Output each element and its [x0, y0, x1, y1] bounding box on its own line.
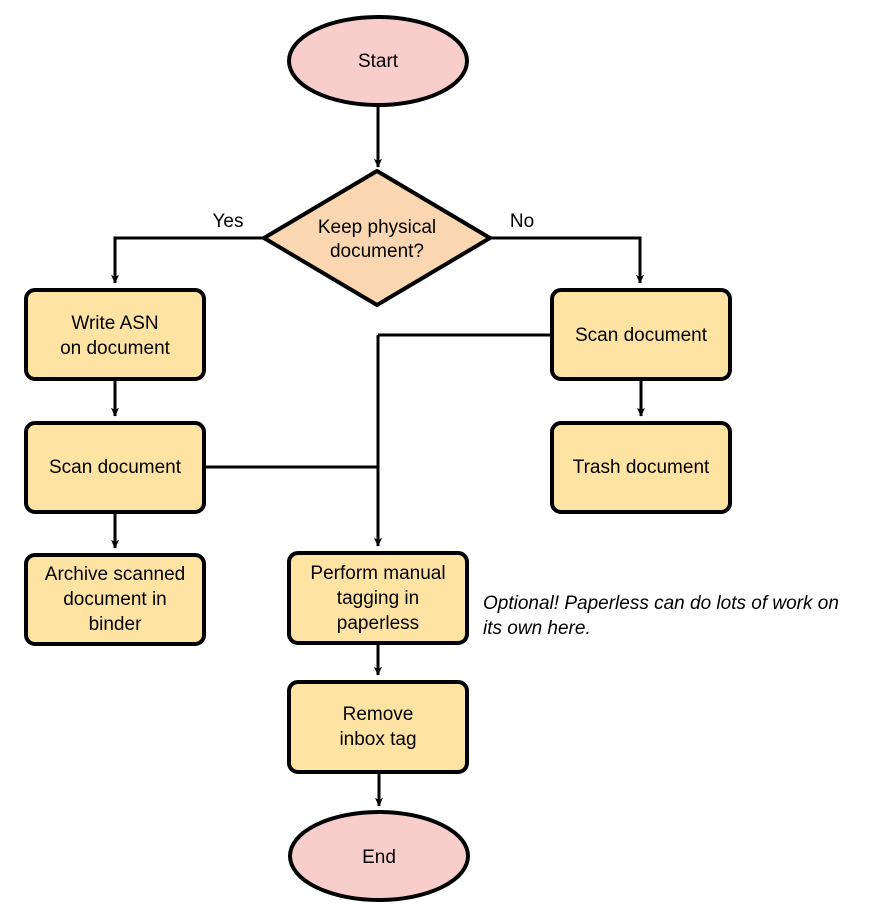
- decision-label-line2: document?: [330, 241, 424, 262]
- manual-tagging-label-line3: paperless: [337, 613, 419, 634]
- node-remove-inbox-tag[interactable]: Remove inbox tag: [287, 680, 469, 774]
- scan-document-left-box: [24, 421, 206, 514]
- edge-decision-yes-to-write-asn: [111, 236, 264, 284]
- trash-document-label: Trash document: [573, 457, 710, 478]
- edge-label-yes: Yes: [213, 211, 244, 232]
- start-label: Start: [358, 51, 399, 72]
- end-ellipse: [288, 810, 470, 902]
- end-label: End: [362, 847, 396, 868]
- start-ellipse: [287, 15, 469, 107]
- decision-label-line1: Keep physical: [318, 217, 436, 238]
- node-scan-document-left[interactable]: Scan document: [24, 421, 206, 514]
- node-end[interactable]: End: [288, 810, 470, 902]
- scan-document-right-label: Scan document: [575, 325, 708, 346]
- remove-inbox-tag-label-line2: inbox tag: [339, 729, 416, 750]
- scan-document-left-label: Scan document: [49, 457, 182, 478]
- scan-document-right-box: [550, 288, 732, 381]
- write-asn-label-line2: on document: [60, 338, 171, 359]
- node-decision-keep-physical[interactable]: Keep physical document?: [262, 169, 492, 307]
- connector-layer: [111, 105, 645, 807]
- write-asn-label-line1: Write ASN: [71, 313, 158, 334]
- trash-document-box: [550, 421, 732, 514]
- node-manual-tagging[interactable]: Perform manual tagging in paperless: [287, 551, 469, 645]
- archive-binder-label-line2: document in: [63, 589, 167, 610]
- manual-tagging-box: [287, 551, 469, 645]
- edge-label-no: No: [510, 211, 534, 232]
- optional-note-line2: its own here.: [483, 618, 591, 639]
- write-asn-box: [24, 288, 206, 381]
- archive-binder-label-line1: Archive scanned: [45, 564, 185, 585]
- manual-tagging-label-line1: Perform manual: [310, 563, 445, 584]
- annotation-optional-note: Optional! Paperless can do lots of work …: [483, 593, 839, 639]
- remove-inbox-tag-label-line1: Remove: [343, 704, 414, 725]
- node-write-asn[interactable]: Write ASN on document: [24, 288, 206, 381]
- node-archive-binder[interactable]: Archive scanned document in binder: [24, 553, 206, 646]
- optional-note-line1: Optional! Paperless can do lots of work …: [483, 593, 839, 614]
- node-trash-document[interactable]: Trash document: [550, 421, 732, 514]
- decision-diamond: [262, 169, 492, 307]
- node-start[interactable]: Start: [287, 15, 469, 107]
- edge-decision-no-to-scan-right: [491, 236, 644, 284]
- manual-tagging-label-line2: tagging in: [337, 588, 419, 609]
- node-scan-document-right[interactable]: Scan document: [550, 288, 732, 381]
- archive-binder-label-line3: binder: [89, 614, 142, 635]
- archive-binder-box: [24, 553, 206, 646]
- remove-inbox-tag-box: [287, 680, 469, 774]
